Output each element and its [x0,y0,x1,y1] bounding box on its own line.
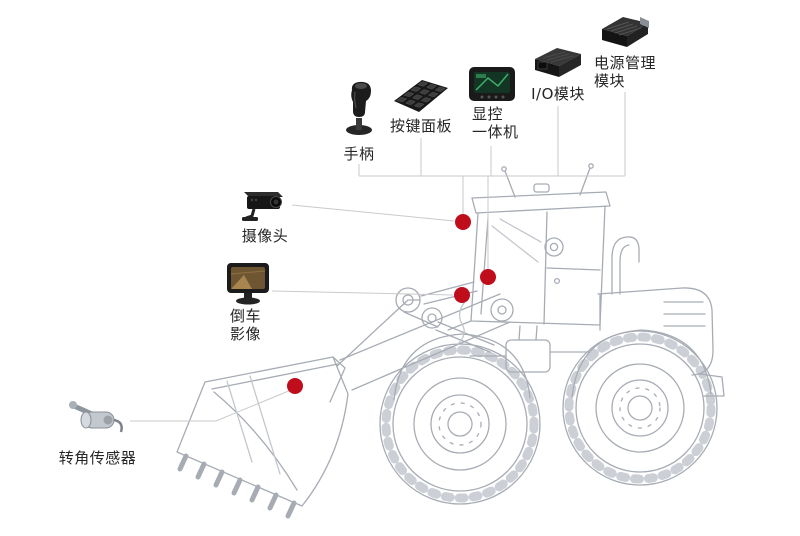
angle-sensor-icon [69,401,123,433]
keypad-icon [394,80,448,112]
component-power-module [599,12,651,52]
io-module-icon [535,48,581,77]
joystick-label: 手柄 [343,145,375,163]
display-unit-icon [469,67,515,101]
mount-point-dot-cab-lower [454,287,470,303]
power-module-icon [602,17,649,47]
component-angle-sensor [66,400,126,440]
mount-point-markers [287,214,496,394]
power-module-label: 电源管理 模块 [594,54,657,90]
component-io-module [531,44,585,80]
component-rear-view-monitor [226,262,270,306]
mount-point-dot-windshield [480,269,496,285]
wheel-loader-illustration [176,163,725,519]
component-display-unit [468,64,518,104]
component-joystick [340,80,378,136]
display-unit-label: 显控 一体机 [472,105,519,141]
rear-view-monitor-icon [227,263,269,305]
keypad-label: 按键面板 [389,117,452,135]
connector-lines [130,92,626,422]
joystick-icon [346,81,372,135]
camera-icon [242,192,283,221]
rear-view-monitor-label: 倒车 影像 [230,307,262,343]
component-keypad [392,74,450,116]
mount-point-dot-boom [287,378,303,394]
mount-point-dot-cab-roof [455,214,471,230]
angle-sensor-label: 转角传感器 [58,449,137,467]
camera-label: 摄像头 [241,227,289,245]
component-camera [240,186,290,222]
io-module-label: I/O模块 [531,85,585,103]
